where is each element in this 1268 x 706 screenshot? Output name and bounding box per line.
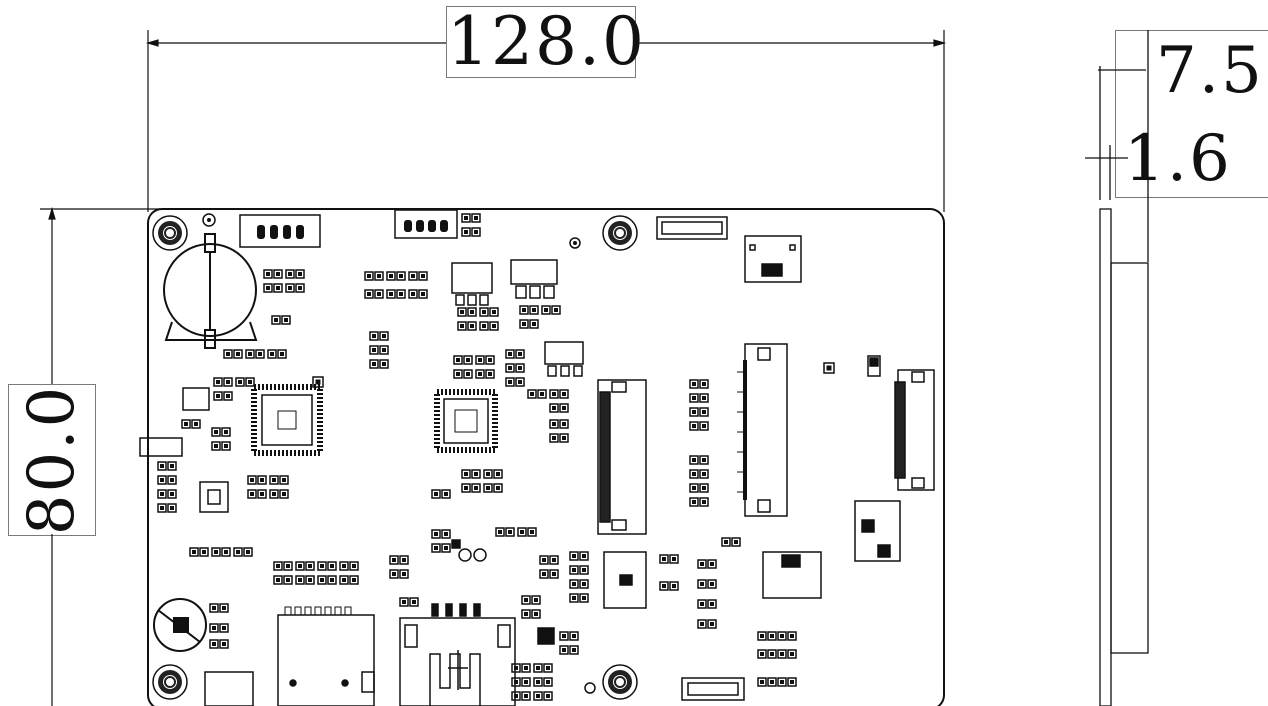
connector-4pin-left <box>239 214 321 248</box>
mounting-holes <box>152 213 638 700</box>
mcu-chip-center <box>434 389 498 453</box>
usb-connector <box>399 603 516 706</box>
connector-4pin-center <box>394 209 458 239</box>
width-dimension-line <box>145 30 947 212</box>
thickness-dimension-label: 7.5 1.6 <box>1115 30 1268 198</box>
pcb-thickness-value: 1.6 <box>1124 122 1232 196</box>
header-connector-vertical <box>737 343 788 517</box>
crystal-bottom-center <box>762 551 822 599</box>
fpc-connector-bottom <box>681 677 745 701</box>
mcu-chip-left <box>251 384 323 456</box>
sd-card-slot <box>277 606 375 706</box>
misc-parts <box>139 355 881 706</box>
crystal-right <box>854 500 901 562</box>
buzzer <box>153 598 207 652</box>
regulators <box>451 259 584 377</box>
crystal-top-right <box>744 235 802 283</box>
width-dimension-value: 128.0 <box>447 3 646 80</box>
fpc-connector-right <box>894 369 935 491</box>
fpc-connector-vertical <box>597 379 647 535</box>
height-dimension-line <box>40 206 160 706</box>
passive-components <box>157 213 835 701</box>
fpc-connector-top <box>656 216 728 240</box>
coin-cell-battery <box>163 233 258 349</box>
width-dimension-label: 128.0 <box>446 6 644 78</box>
pcb-outline <box>147 208 945 706</box>
side-view <box>1085 30 1149 706</box>
overall-thickness-value: 7.5 <box>1156 34 1264 108</box>
crystal-center <box>603 551 647 609</box>
inductor-small <box>199 481 229 513</box>
